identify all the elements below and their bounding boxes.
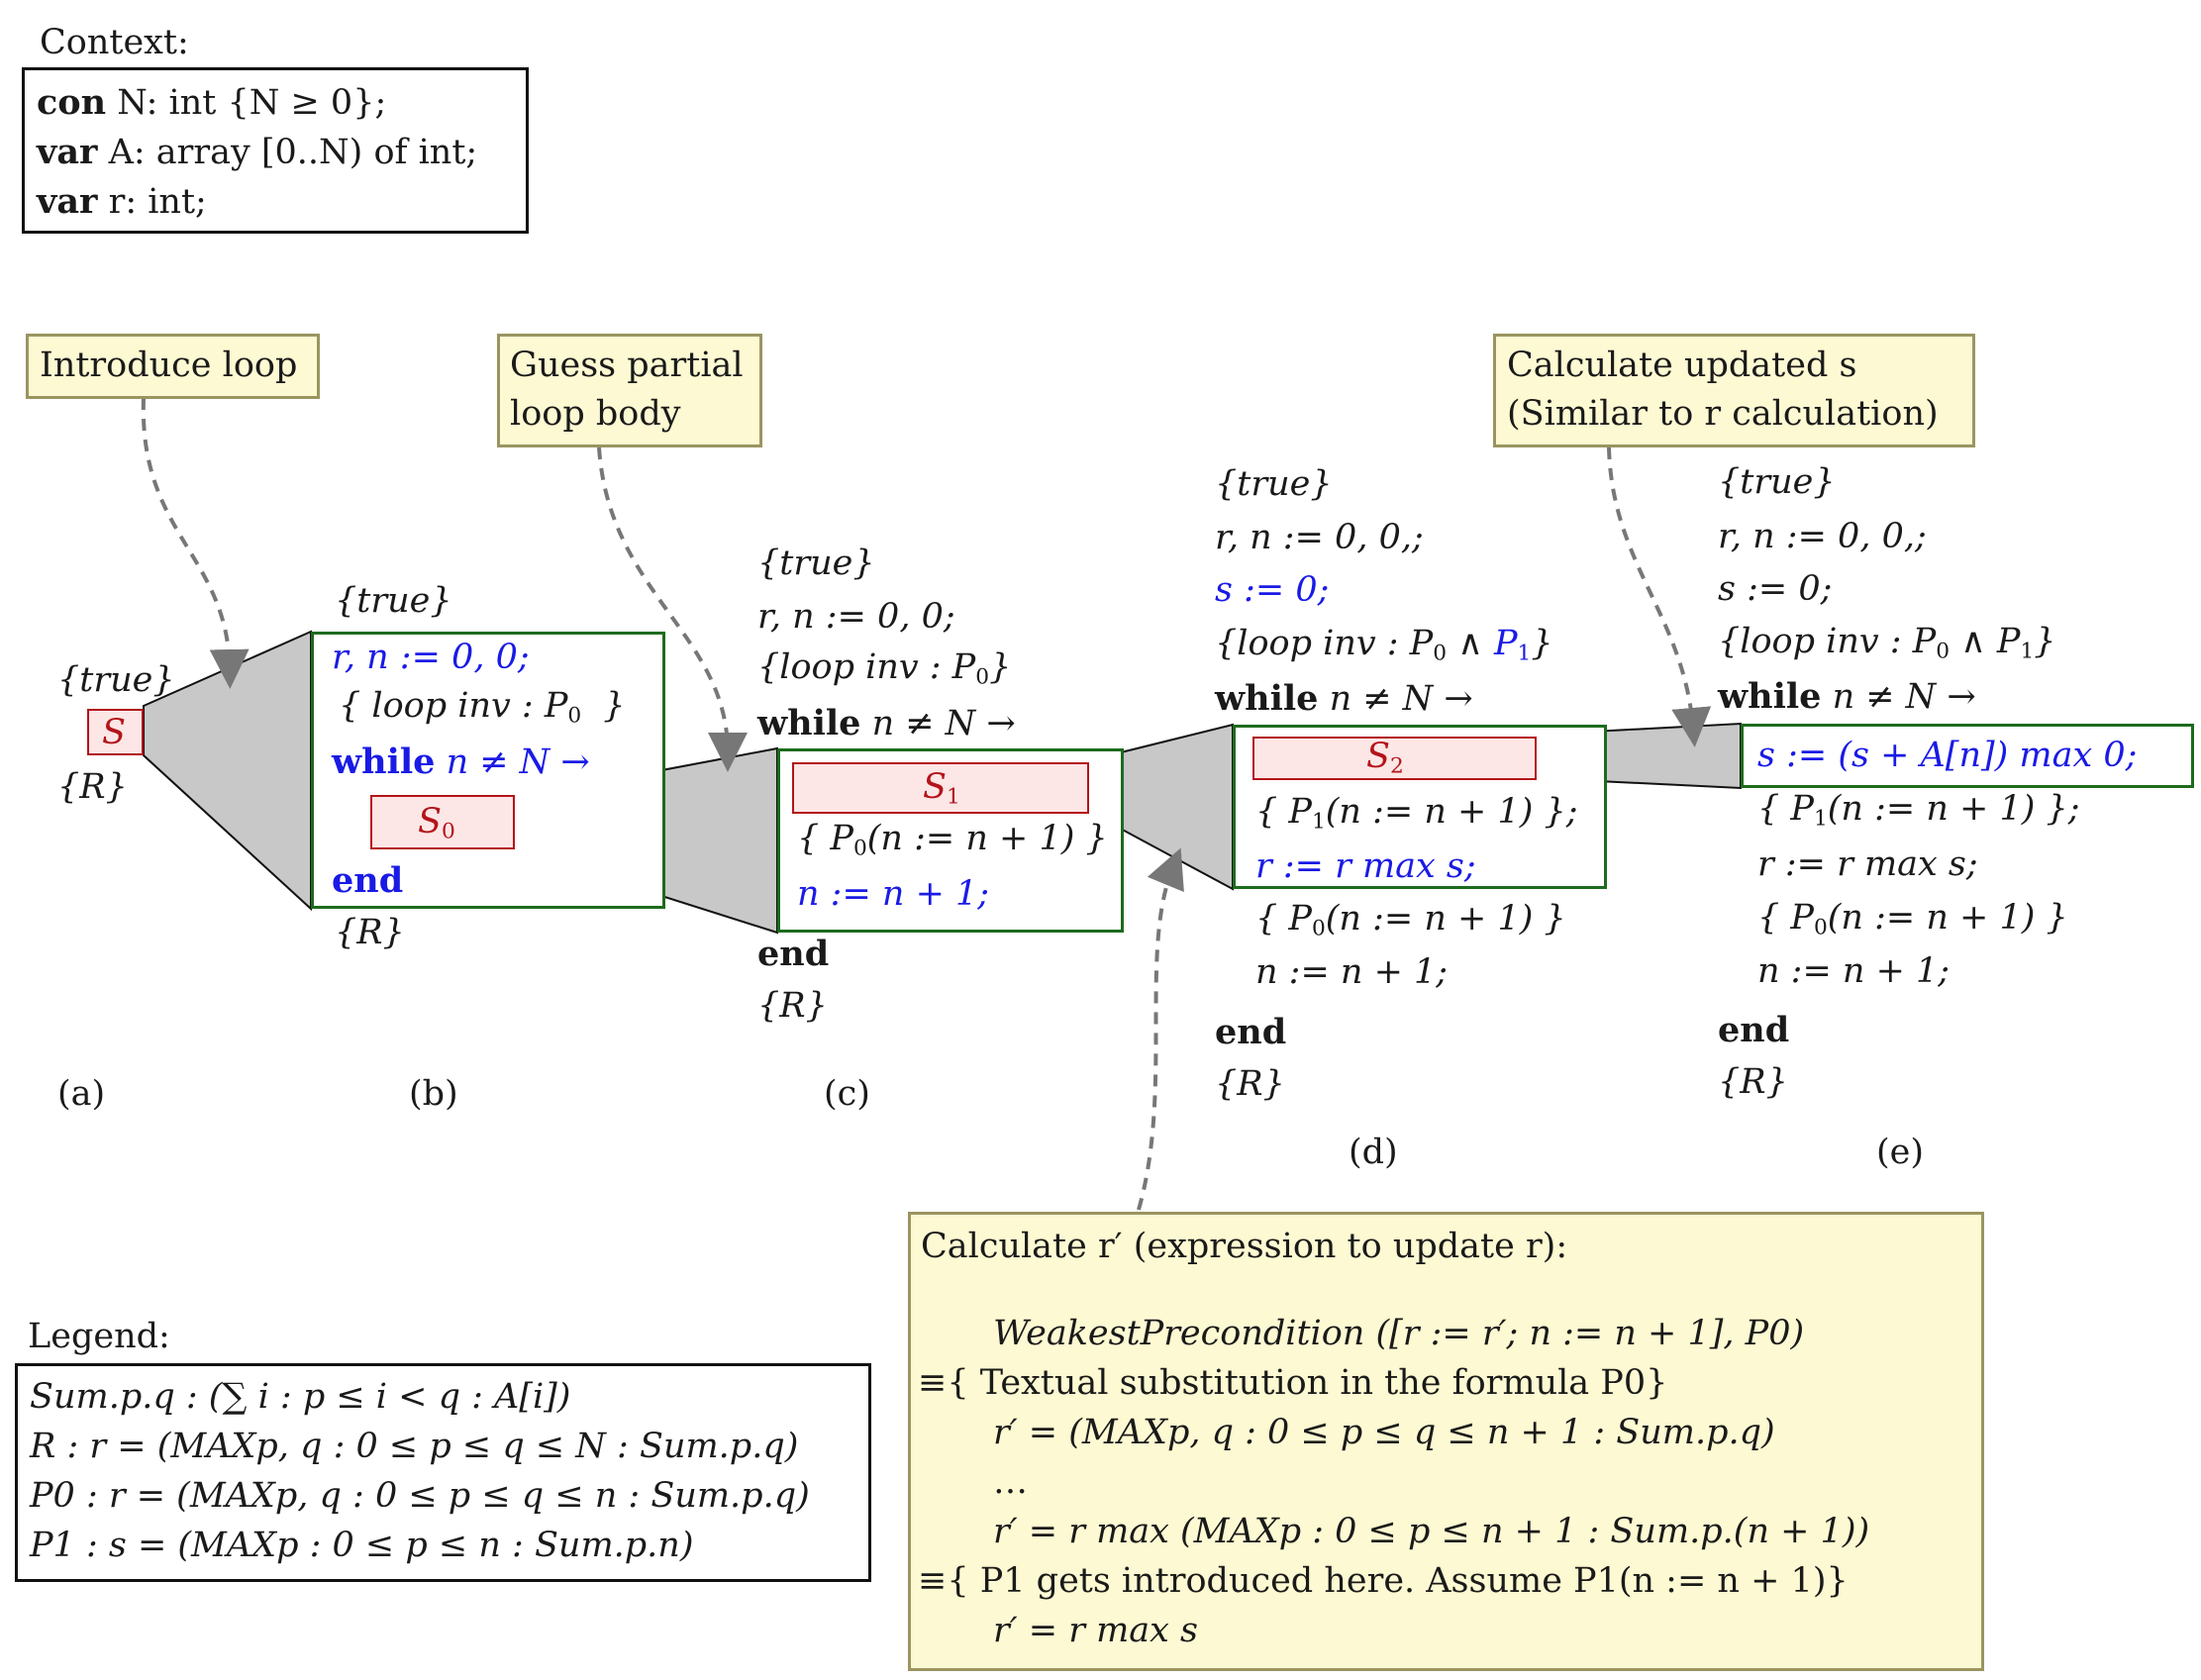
legend-line-2: R : r = (MAXp, q : 0 ≤ p ≤ q ≤ N : Sum.p… xyxy=(30,1427,799,1466)
calc-r-line-6: ≡{ P1 gets introduced here. Assume P1(n … xyxy=(918,1561,1849,1601)
arrow-introduce-loop xyxy=(141,397,250,689)
calc-r-line-2: ≡{ Textual substitution in the formula P… xyxy=(918,1363,1668,1403)
panel-c-init: r, n := 0, 0; xyxy=(757,597,955,637)
panel-e-postcondition: {R} xyxy=(1718,1062,1788,1102)
panel-b-statement-hole xyxy=(370,795,515,849)
panel-d-assertion-2: { P0(n := n + 1) } xyxy=(1255,899,1566,941)
panel-b-loop-block xyxy=(311,632,665,909)
panel-d-invariant: {loop inv : P0 ∧ P1} xyxy=(1215,624,1553,666)
callout-calc-s xyxy=(1493,334,1975,447)
panel-c-label: (c) xyxy=(824,1074,870,1114)
panel-e-r-update: r := r max s; xyxy=(1757,844,1978,884)
panel-e-invariant: {loop inv : P0 ∧ P1} xyxy=(1718,622,2056,664)
panel-b-precondition: {true} xyxy=(335,581,452,621)
panel-a-postcondition: {R} xyxy=(57,767,128,807)
panel-c-while: while n ≠ N → xyxy=(757,703,1016,743)
context-line-3: var r: int; xyxy=(37,181,207,222)
panel-d-init: r, n := 0, 0,; xyxy=(1215,518,1424,557)
panel-e-s-update-block xyxy=(1741,724,2194,788)
panel-b-statement: S0 xyxy=(418,802,455,844)
panel-e-while: while n ≠ N → xyxy=(1718,676,1976,717)
calc-r-line-1: WeakestPrecondition ([r := r′; n := n + … xyxy=(993,1314,1805,1353)
panel-b-label: (b) xyxy=(409,1074,458,1114)
arrow-guess-body xyxy=(597,446,748,772)
panel-d-statement-hole xyxy=(1252,737,1537,780)
panel-d-while: while n ≠ N → xyxy=(1215,678,1473,719)
callout-introduce-loop xyxy=(26,334,320,399)
legend-line-4: P1 : s = (MAXp : 0 ≤ p ≤ n : Sum.p.n) xyxy=(30,1526,694,1565)
panel-d-increment: n := n + 1; xyxy=(1255,952,1449,992)
callout-introduce-loop-text: Introduce loop xyxy=(40,346,298,385)
panel-e-init: r, n := 0, 0,; xyxy=(1718,517,1927,556)
legend-heading: Legend: xyxy=(28,1317,170,1356)
panel-b-postcondition: {R} xyxy=(335,913,405,952)
calc-r-line-5: r′ = r max (MAXp : 0 ≤ p ≤ n + 1 : Sum.p… xyxy=(993,1512,1870,1551)
panel-c-end: end xyxy=(757,934,830,974)
panel-a-label: (a) xyxy=(57,1074,106,1114)
callout-calc-s-line-2: (Similar to r calculation) xyxy=(1507,394,1939,434)
panel-e-precondition: {true} xyxy=(1718,462,1836,502)
context-heading: Context: xyxy=(40,23,189,62)
calc-r-line-4: … xyxy=(993,1462,1028,1502)
legend-line-1: Sum.p.q : (∑ i : p ≤ i < q : A[i]) xyxy=(30,1377,571,1417)
panel-a-statement-hole xyxy=(87,709,144,755)
panel-e-s-update: s := (s + A[n]) max 0; xyxy=(1757,736,2138,775)
panel-d-end: end xyxy=(1215,1012,1287,1052)
panel-e-assertion-2: { P0(n := n + 1) } xyxy=(1757,898,2068,940)
legend-box xyxy=(15,1363,871,1582)
panel-a-precondition: {true} xyxy=(57,660,175,700)
funnel-a-b xyxy=(143,630,312,912)
panel-d-s-init: s := 0; xyxy=(1215,570,1330,610)
panel-d-precondition: {true} xyxy=(1215,464,1333,504)
panel-c-statement: S1 xyxy=(923,767,960,810)
panel-e-label: (e) xyxy=(1876,1133,1925,1172)
context-line-1: con N: int {N ≥ 0}; xyxy=(37,82,387,123)
panel-e-end: end xyxy=(1718,1010,1790,1050)
panel-c-invariant: {loop inv : P0} xyxy=(757,647,1012,690)
panel-b-init: r, n := 0, 0; xyxy=(332,638,530,677)
panel-d-postcondition: {R} xyxy=(1215,1064,1285,1104)
callout-calc-r xyxy=(908,1212,1984,1671)
calc-r-line-7: r′ = r max s xyxy=(993,1611,1198,1650)
panel-d-statement: S2 xyxy=(1366,737,1404,779)
panel-e-assertion-1: { P1(n := n + 1) }; xyxy=(1757,789,2080,832)
panel-b-while: while n ≠ N → xyxy=(332,741,590,782)
context-box xyxy=(22,67,529,234)
panel-d-label: (d) xyxy=(1349,1133,1398,1172)
arrow-calc-r xyxy=(1137,847,1184,1211)
arrow-calc-s xyxy=(1607,446,1712,747)
callout-guess-line-1: Guess partial xyxy=(510,346,744,385)
panel-c-assertion: { P0(n := n + 1) } xyxy=(797,819,1108,861)
callout-guess-line-2: loop body xyxy=(510,394,681,434)
panel-a-statement: S xyxy=(102,713,126,752)
callout-guess-body xyxy=(497,334,762,447)
calc-r-title: Calculate r′ (expression to update r): xyxy=(921,1227,1568,1266)
panel-c-statement-hole xyxy=(792,762,1089,814)
callout-calc-s-line-1: Calculate updated s xyxy=(1507,346,1857,385)
context-line-2: var A: array [0..N) of int; xyxy=(37,132,478,172)
panel-d-r-update: r := r max s; xyxy=(1255,846,1476,886)
panel-c-postcondition: {R} xyxy=(757,986,828,1026)
calc-r-line-3: r′ = (MAXp, q : 0 ≤ p ≤ q ≤ n + 1 : Sum.… xyxy=(993,1413,1775,1452)
panel-c-precondition: {true} xyxy=(757,544,875,583)
panel-e-increment: n := n + 1; xyxy=(1757,951,1951,991)
panel-d-assertion-1: { P1(n := n + 1) }; xyxy=(1255,792,1578,835)
panel-b-end: end xyxy=(332,860,404,901)
panel-b-invariant: { loop inv : P0} xyxy=(339,686,626,729)
panel-e-s-init: s := 0; xyxy=(1718,569,1833,609)
panel-c-increment: n := n + 1; xyxy=(797,874,990,914)
legend-line-3: P0 : r = (MAXp, q : 0 ≤ p ≤ q ≤ n : Sum.… xyxy=(30,1476,810,1516)
